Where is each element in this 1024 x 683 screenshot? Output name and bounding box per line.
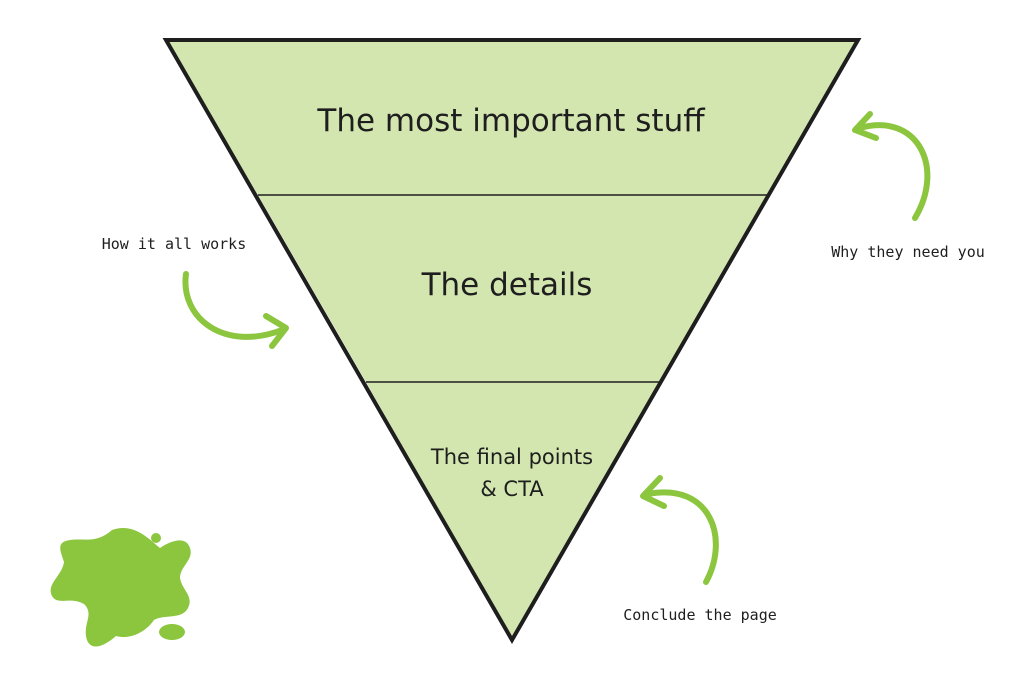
tier-label-bottom-line-1: The final points — [430, 445, 593, 469]
annotation-why: Why they need you — [831, 111, 985, 261]
arrowhead — [263, 313, 289, 349]
arrowhead — [852, 111, 879, 141]
tier-label-top: The most important stuff — [316, 103, 705, 139]
arrowhead — [640, 475, 667, 509]
tier-label-bottom-line-2: & CTA — [480, 477, 544, 501]
curved-arrow-icon — [857, 122, 931, 221]
pyramid-outline — [162, 38, 862, 645]
paint-splat-icon — [50, 527, 191, 647]
annotation-conclude: Conclude the page — [623, 475, 777, 624]
pyramid: The most important stuff The details The… — [162, 38, 862, 645]
tier-bottom — [366, 382, 660, 640]
splat-dot — [151, 533, 161, 543]
tier-middle — [258, 195, 768, 382]
tier-top — [166, 40, 858, 195]
annotation-why-label: Why they need you — [831, 243, 985, 261]
curved-arrow-icon — [645, 489, 719, 585]
annotation-how-label: How it all works — [102, 235, 247, 253]
curved-arrow-icon — [182, 271, 285, 340]
splat-drop — [159, 624, 185, 640]
splat-dot — [182, 546, 190, 554]
tier-label-middle: The details — [421, 267, 593, 303]
annotation-how: How it all works — [102, 235, 289, 349]
splat-body — [50, 527, 191, 647]
annotation-conclude-label: Conclude the page — [623, 606, 777, 624]
